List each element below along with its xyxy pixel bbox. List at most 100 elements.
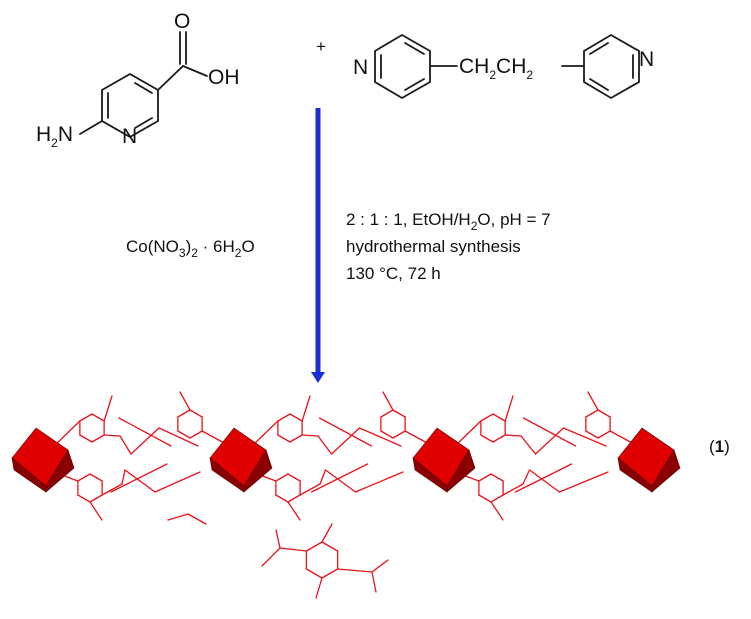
octahedron-face — [11, 457, 47, 493]
co-n-bond — [609, 430, 635, 445]
hydroxyl-bond — [182, 65, 208, 77]
cobalt-octahedron — [412, 427, 476, 493]
double-bond — [404, 42, 425, 55]
ring-nitrogen-b-label: N — [639, 48, 654, 71]
ligand-ring — [480, 434, 494, 443]
carboxyl-bond — [301, 395, 311, 422]
carboxyl-bond — [287, 501, 301, 521]
reagent-sub1: 3 — [179, 246, 186, 260]
double-bond — [589, 78, 609, 91]
conditions-line-1: 2 : 1 : 1, EtOH/H2O, pH = 7 — [346, 210, 551, 233]
carboxyl-bond — [179, 391, 191, 411]
linker-sub-a: 2 — [489, 68, 496, 82]
reaction-arrow — [311, 108, 325, 383]
free-ligand-bond — [371, 559, 389, 573]
ligand-ring — [392, 430, 406, 439]
substituent-bond — [504, 434, 522, 437]
reactant-aminonicotinic-acid: O OH N H2N — [36, 10, 240, 150]
carboxyl-bond — [157, 65, 184, 91]
free-ligand-ring — [321, 541, 339, 552]
arrow-head — [311, 372, 325, 383]
carboxyl-bond — [504, 395, 514, 422]
carbonyl-oxygen-label: O — [174, 10, 190, 33]
ligand-ring — [289, 434, 303, 443]
ligand-ring — [492, 413, 506, 422]
linker-bond — [534, 427, 565, 455]
free-ligand-bond — [279, 547, 308, 552]
pyridine-ring-a — [374, 33, 431, 100]
double-bond — [589, 42, 609, 55]
substituent-bond — [301, 434, 319, 437]
ring-nitrogen-label: N — [122, 125, 137, 148]
linker-bond — [317, 435, 333, 455]
co-n-bond — [454, 420, 482, 447]
ligand-ring — [287, 494, 301, 503]
free-ligand-bond — [371, 571, 377, 593]
ligand-ring — [89, 473, 103, 482]
linker-bond — [318, 417, 373, 447]
free-ligand-ring — [321, 568, 339, 579]
fragment-bond — [167, 513, 189, 521]
ligand-ring — [289, 413, 303, 422]
ligand-ring — [478, 473, 492, 482]
co-n-bond — [251, 420, 279, 447]
ligand-ring — [79, 434, 93, 443]
carboxyl-bond — [382, 391, 394, 411]
linker-bond — [130, 427, 160, 455]
ligand-ring — [79, 413, 93, 422]
ring-nitrogen-a-label: N — [353, 56, 368, 79]
carboxyl-bond — [587, 391, 599, 411]
product-number: 1 — [715, 437, 724, 456]
ligand-ring — [490, 473, 504, 482]
coordination-polymer-chain — [53, 391, 635, 599]
product-label: (1) — [709, 437, 730, 456]
ligand-ring — [585, 409, 599, 418]
substituent-bond — [299, 483, 321, 496]
ligand-ring — [77, 473, 91, 482]
ligand-ring — [392, 409, 406, 418]
octahedron-face — [412, 457, 448, 493]
ligand-ring — [275, 494, 289, 503]
amine-n: N — [58, 123, 73, 146]
reagent-part1: Co(NO — [126, 237, 179, 256]
amine-subscript: 2 — [51, 136, 58, 150]
free-ligand-bond — [275, 529, 281, 549]
cobalt-octahedron — [11, 427, 75, 493]
linker-bond — [330, 427, 361, 455]
cobalt-octahedron — [209, 427, 273, 493]
ligand-ring — [89, 494, 103, 503]
linker-sub-b: 2 — [526, 68, 533, 82]
double-bond — [134, 117, 153, 129]
linker-bond — [514, 463, 573, 493]
ligand-ring — [91, 434, 105, 443]
linker-bond — [522, 469, 531, 485]
fragment-bond — [187, 513, 207, 525]
ligand-ring — [177, 409, 191, 418]
free-ligand-bond — [321, 523, 333, 543]
ligand-ring — [585, 430, 599, 439]
linker-bond — [562, 427, 607, 447]
free-ligand-ring — [305, 568, 323, 579]
ligand-ring — [597, 430, 611, 439]
linker-bond — [319, 469, 327, 485]
amine-bond — [79, 120, 103, 135]
cobalt-polyhedra — [11, 427, 681, 493]
free-ligand-bond — [261, 547, 281, 567]
ethylene-linker-label: CH2CH2 — [459, 55, 533, 82]
co-n-bond — [53, 420, 81, 447]
linker-bond — [310, 463, 369, 493]
ligand-ring — [77, 494, 91, 503]
co-n-bond — [404, 430, 430, 445]
conditions-line-1a: 2 : 1 : 1, EtOH/H — [346, 210, 471, 229]
cobalt-octahedron — [617, 427, 681, 493]
linker-ch-b: CH — [496, 55, 526, 78]
reagent-sub3: 2 — [235, 246, 242, 260]
pyridine-ring-b — [583, 33, 640, 100]
ligand-ring — [189, 409, 203, 418]
ligand-ring — [380, 430, 394, 439]
reagent-part2: ) — [186, 237, 192, 256]
reagent-label: Co(NO3)2 · 6H2O — [126, 237, 255, 260]
reagent-part3: · 6H — [198, 237, 235, 256]
ligand-ring — [597, 409, 611, 418]
